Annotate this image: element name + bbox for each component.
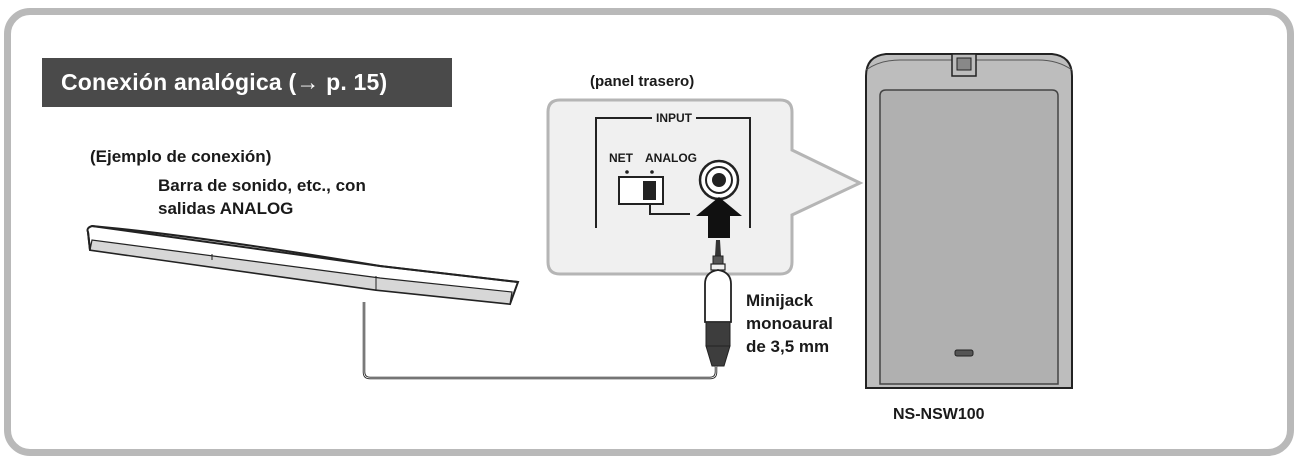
jack-label-line2: monoaural bbox=[746, 314, 833, 333]
insert-arrow-icon bbox=[696, 197, 742, 238]
switch-line bbox=[649, 205, 690, 215]
analog-dot bbox=[650, 170, 654, 174]
device-label-line2: salidas ANALOG bbox=[158, 199, 294, 218]
cable-highlight bbox=[363, 302, 717, 379]
top-handle-inner bbox=[956, 57, 972, 71]
sound-bar bbox=[86, 224, 520, 306]
subwoofer-ns-nsw100 bbox=[865, 53, 1073, 389]
device-label-line1: Barra de sonido, etc., con bbox=[158, 176, 366, 195]
switch-knob bbox=[643, 181, 656, 200]
section-title: Conexión analógica (→ p. 15) bbox=[42, 58, 452, 107]
jack-hole bbox=[712, 173, 726, 187]
analog-label: ANALOG bbox=[645, 151, 697, 165]
net-dot bbox=[625, 170, 629, 174]
net-label: NET bbox=[609, 151, 633, 165]
net-analog-switch bbox=[618, 176, 664, 205]
minijack-plug bbox=[704, 240, 732, 367]
input-label: INPUT bbox=[652, 111, 696, 125]
logo-badge bbox=[954, 349, 974, 357]
jack-label-line1: Minijack bbox=[746, 291, 814, 310]
rear-panel-label: (panel trasero) bbox=[590, 73, 695, 90]
model-label: NS-NSW100 bbox=[893, 406, 985, 423]
audio-cable bbox=[362, 302, 718, 380]
example-label: (Ejemplo de conexión) bbox=[90, 147, 272, 166]
jack-label-line3: de 3,5 mm bbox=[746, 337, 830, 356]
